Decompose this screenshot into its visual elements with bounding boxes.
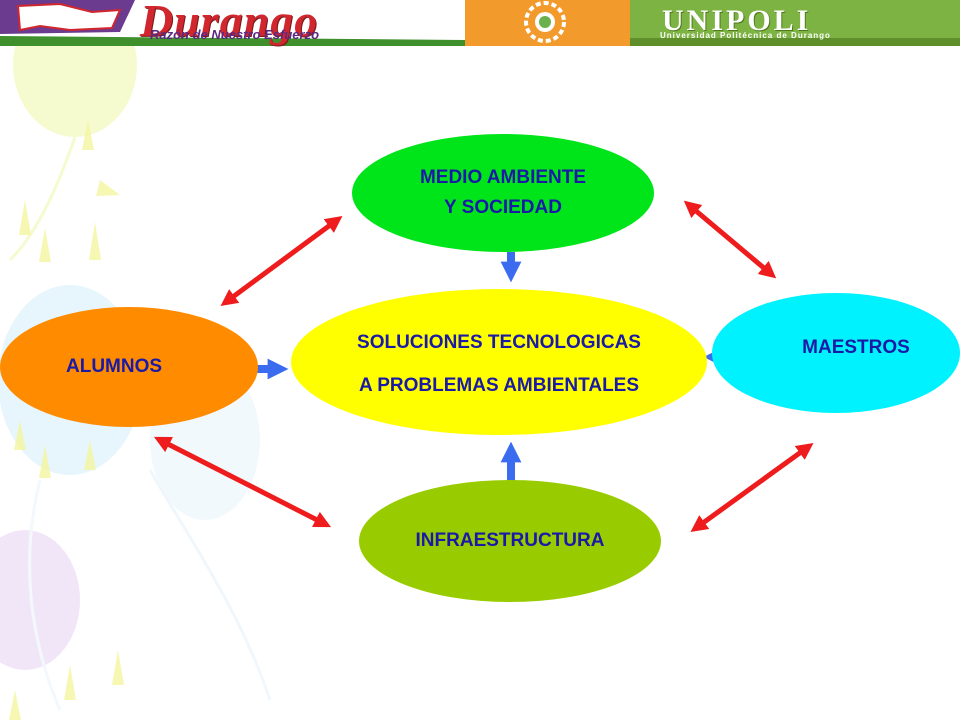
balloon-purple: [0, 530, 80, 670]
double-arrow-infra-maestros: [690, 443, 814, 532]
double-arrow-alumnos-infra: [153, 436, 332, 528]
unipoli-logo-subtitle: Universidad Politécnica de Durango: [660, 31, 831, 40]
node-alumnos: ALUMNOS: [0, 307, 258, 427]
node-alumnos-label: ALUMNOS: [66, 356, 163, 377]
node-soluciones-line-1: SOLUCIONES TECNOLOGICAS: [357, 332, 641, 353]
node-soluciones-tecnologicas: SOLUCIONES TECNOLOGICAS A PROBLEMAS AMBI…: [291, 289, 707, 435]
node-maestros: MAESTROS: [712, 293, 960, 413]
durango-map-icon: [16, 2, 122, 32]
node-infra-label: INFRAESTRUCTURA: [415, 530, 605, 551]
node-medio-ambiente: MEDIO AMBIENTE Y SOCIEDAD: [352, 134, 654, 252]
node-medio-line-1: MEDIO AMBIENTE: [419, 167, 587, 188]
node-soluciones-line-2: A PROBLEMAS AMBIENTALES: [358, 375, 640, 396]
node-infraestructura: INFRAESTRUCTURA: [359, 480, 661, 602]
node-medio-line-2: Y SOCIEDAD: [444, 197, 562, 218]
header-banner: [0, 0, 960, 46]
durango-logo-subtitle: Razón de Nuestro Esfuerzo: [150, 27, 320, 42]
double-arrow-alumnos-medio: [220, 215, 343, 307]
unipoli-logo-title: UNIPOLI: [662, 4, 812, 37]
node-maestros-label: MAESTROS: [802, 337, 910, 358]
double-arrow-medio-maestros: [683, 200, 777, 279]
unipoli-gear-icon: [524, 1, 566, 43]
durango-logo-title: Durango: [140, 0, 319, 46]
